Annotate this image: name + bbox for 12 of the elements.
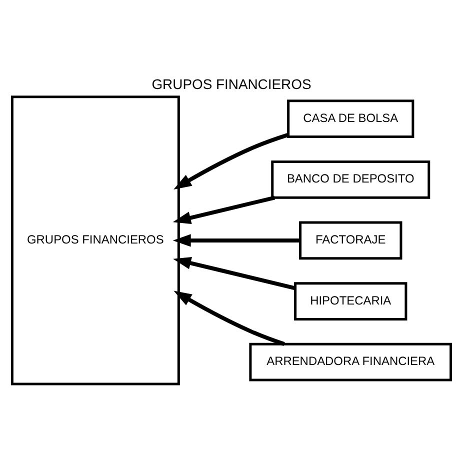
arrow bbox=[172, 196, 276, 224]
node-box: BANCO DE DEPOSITO bbox=[271, 160, 430, 199]
arrow bbox=[174, 290, 285, 346]
arrow bbox=[172, 234, 300, 247]
node-box: CASA DE BOLSA bbox=[287, 100, 414, 138]
node-box: ARRENDADORA FINANCIERA bbox=[249, 342, 452, 382]
arrow bbox=[174, 132, 289, 190]
arrow bbox=[173, 256, 296, 290]
node-box: FACTORAJE bbox=[299, 221, 402, 260]
node-box: HIPOTECARIA bbox=[294, 282, 408, 320]
diagram-title: GRUPOS FINANCIEROS bbox=[152, 76, 312, 92]
node-box: GRUPOS FINANCIEROS bbox=[10, 96, 180, 386]
